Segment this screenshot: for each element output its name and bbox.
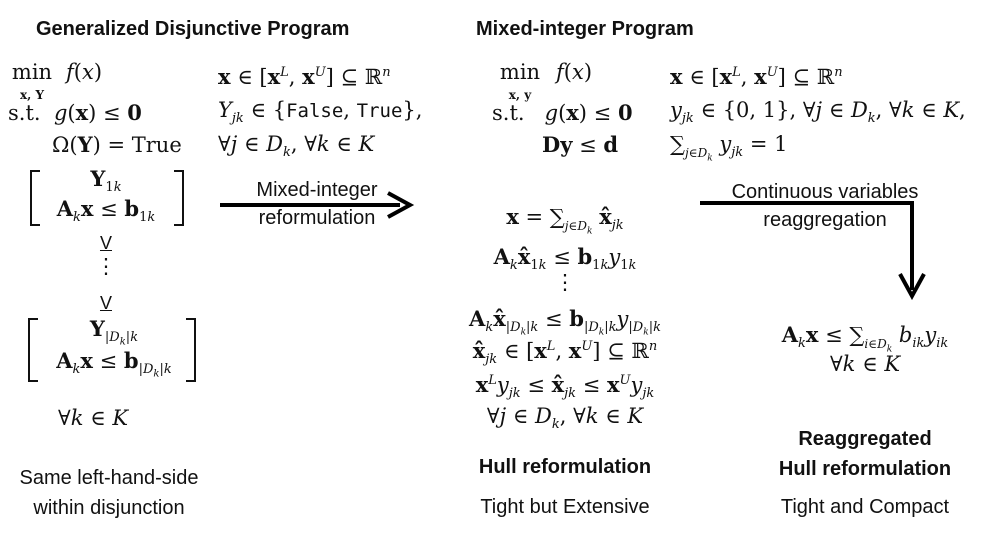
gdp-forall-k: ∀k ∈ K bbox=[58, 406, 129, 430]
gdp-constraint-omega: Ω(Y) = True bbox=[52, 132, 182, 157]
min-operator: min bbox=[11, 60, 53, 84]
mip-constraint-g: s.t. g(x) ≤ 0 bbox=[492, 100, 633, 125]
or-symbol-1: V bbox=[99, 233, 112, 253]
reagg-forall: ∀k ∈ K bbox=[829, 352, 901, 376]
reagg-constraint: Akx ≤ ∑i∈Dk bikyik bbox=[781, 322, 949, 355]
gdp-domain-index: ∀j ∈ Dk, ∀k ∈ K bbox=[218, 132, 375, 161]
elbow-arrow bbox=[700, 201, 926, 301]
reagg-caption: Tight and Compact bbox=[780, 496, 950, 518]
gdp-domain-y: Yjk ∈ {False, True}, bbox=[218, 98, 423, 127]
true-value: True bbox=[131, 133, 182, 157]
hull-disagg-1: Akx̂1k ≤ b1ky1k bbox=[493, 244, 637, 274]
hull-bounds-link: xLyjk ≤ x̂jk ≤ xUyjk bbox=[475, 372, 655, 402]
hull-title: Hull reformulation bbox=[478, 456, 652, 478]
st-label: s.t. bbox=[8, 101, 41, 125]
or-symbol-2: V bbox=[99, 293, 112, 313]
hull-bounds-domain: x̂jk ∈ [xL, xU] ⊆ ℝn bbox=[472, 338, 658, 368]
hull-forall: ∀j ∈ Dk, ∀k ∈ K bbox=[486, 404, 644, 433]
mip-sum-constraint: ∑j∈Dk yjk = 1 bbox=[670, 132, 788, 164]
vertical-dots-middle: ⋮ bbox=[554, 270, 576, 294]
hull-disagg-last: Akx̂|Dk|k ≤ b|Dk|ky|Dk|k bbox=[469, 306, 661, 338]
right-arrow bbox=[220, 191, 415, 219]
mip-domain-y: yjk ∈ {0, 1}, ∀j ∈ Dk, ∀k ∈ K, bbox=[670, 98, 966, 127]
hull-caption: Tight but Extensive bbox=[480, 496, 650, 518]
true-literal: True bbox=[356, 100, 403, 122]
gdp-domain-x: x ∈ [xL, xU] ⊆ ℝn bbox=[218, 64, 391, 89]
mip-domain-x: x ∈ [xL, xU] ⊆ ℝn bbox=[670, 64, 843, 89]
mip-constraint-logic: Dy ≤ d bbox=[542, 132, 619, 157]
hull-x-sum: x = ∑j∈Dk x̂jk bbox=[506, 204, 624, 237]
mip-title: Mixed-integer Program bbox=[476, 18, 694, 40]
false-literal: False bbox=[286, 100, 344, 122]
vertical-dots-left: ⋮ bbox=[95, 254, 117, 278]
gdp-title: Generalized Disjunctive Program bbox=[36, 18, 350, 40]
gdp-constraint-g: s.t. g(x) ≤ 0 bbox=[8, 100, 142, 125]
